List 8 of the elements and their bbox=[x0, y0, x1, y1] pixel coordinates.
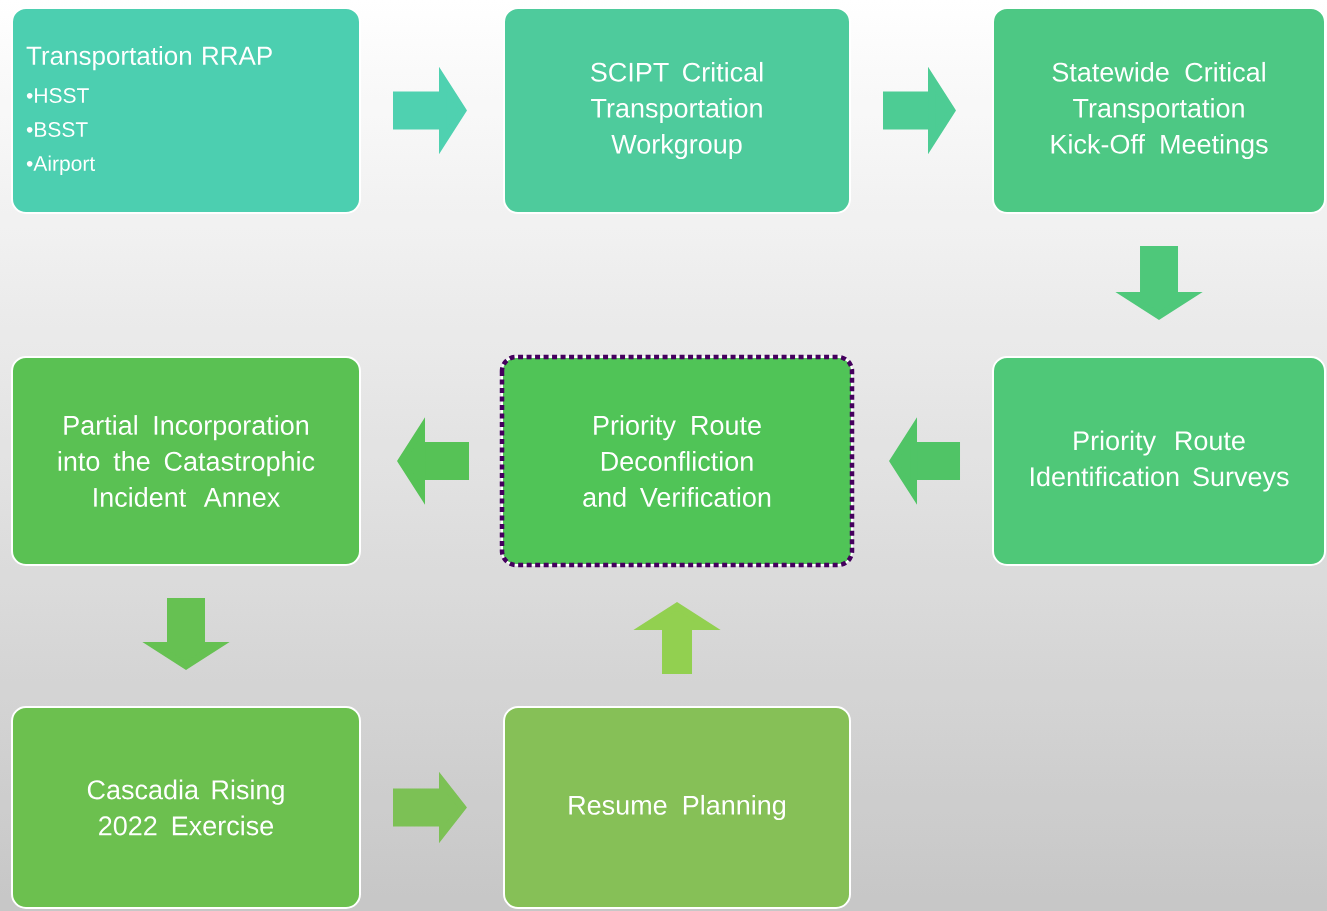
process-box: Priority Route Deconfliction and Verification bbox=[499, 354, 855, 568]
process-box: Statewide Critical Transportation Kick-Off Meetings bbox=[992, 7, 1326, 214]
process-box: Resume Planning bbox=[503, 706, 851, 909]
process-box: SCIPT Critical Transportation Workgroup bbox=[503, 7, 851, 214]
process-box: Transportation RRAP •HSST •BSST •Airport bbox=[11, 7, 361, 214]
process-box: Priority Route Identification Surveys bbox=[992, 356, 1326, 566]
process-box: Cascadia Rising 2022 Exercise bbox=[11, 706, 361, 909]
process-box: Partial Incorporation into the Catastrophic Incident Annex bbox=[11, 356, 361, 566]
